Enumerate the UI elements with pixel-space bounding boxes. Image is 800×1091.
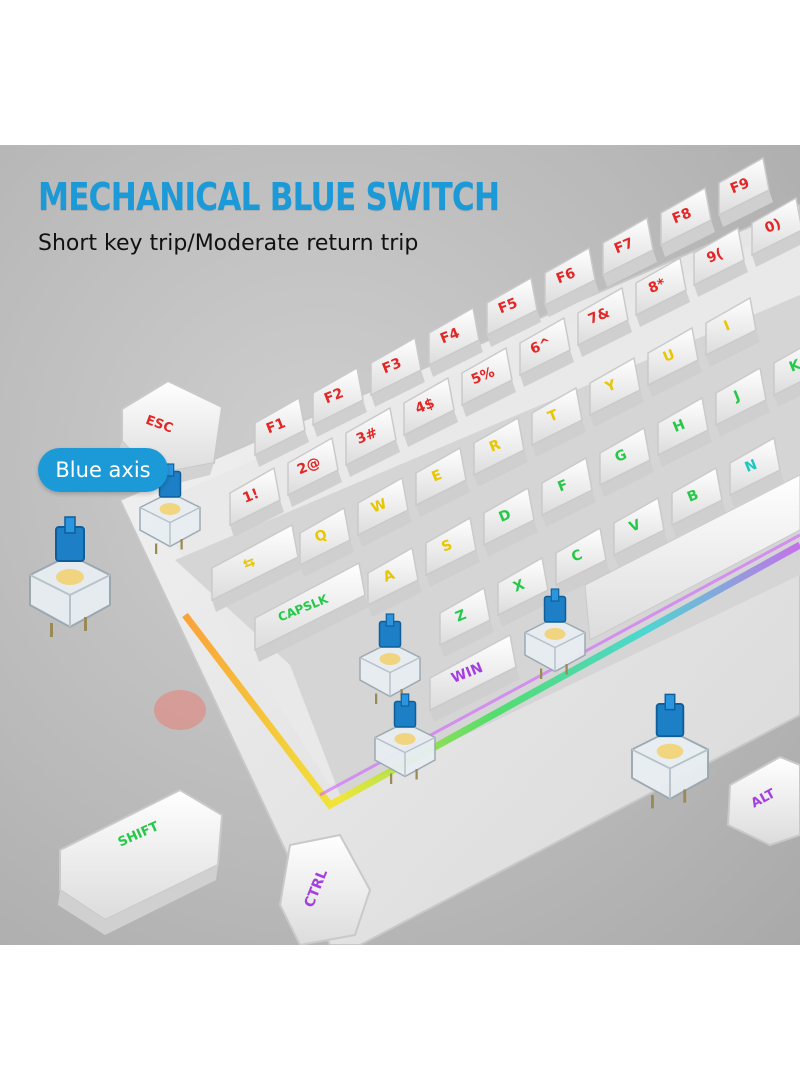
key-f7: F7 xyxy=(602,216,657,287)
blue-switch-3 xyxy=(359,613,421,704)
key-j: J xyxy=(715,366,770,437)
key-f5-label: F5 xyxy=(496,295,520,317)
key-n0-label: 0) xyxy=(763,216,784,237)
key-r: R xyxy=(473,416,528,487)
key-tab: ⇆ xyxy=(211,523,302,612)
key-f1-label: F1 xyxy=(264,415,288,437)
key-e: E xyxy=(415,446,470,517)
key-n5: 5% xyxy=(461,346,516,417)
key-h: H xyxy=(657,396,712,467)
key-c: C xyxy=(555,526,610,597)
key-f8-label: F8 xyxy=(670,205,694,227)
key-win: WIN xyxy=(429,633,520,722)
key-y: Y xyxy=(589,356,644,427)
key-f3-label: F3 xyxy=(380,355,404,377)
key-f6-label: F6 xyxy=(554,265,578,287)
keycap-grid: F1 F2 F3 F4 F5 F6 F7 F8 F9 1! 2@ 3# 4$ 5% 6^ 7&8* 9( 0) Q W… xyxy=(211,156,800,722)
key-n2: 2@ xyxy=(287,436,342,507)
key-q-label: Q xyxy=(312,527,329,546)
key-s: S xyxy=(425,516,480,587)
key-f1: F1 xyxy=(254,396,309,467)
key-q: Q xyxy=(299,506,354,577)
blue-switch-6 xyxy=(631,693,709,809)
key-f9: F9 xyxy=(718,156,773,227)
loose-alt-keycap: ALT xyxy=(726,755,800,847)
key-n3: 3# xyxy=(345,406,400,477)
loose-ctrl-keycap: CTRL xyxy=(278,833,372,945)
key-t: T xyxy=(531,386,586,457)
key-d-label: D xyxy=(497,507,514,526)
blue-axis-badge: Blue axis xyxy=(38,448,168,492)
subheadline: Short key trip/Moderate return trip xyxy=(38,231,419,256)
key-d: D xyxy=(483,486,538,557)
key-n3-label: 3# xyxy=(354,425,380,448)
key-f: F xyxy=(541,456,596,527)
led-glow xyxy=(154,690,206,730)
key-n: N xyxy=(729,436,784,507)
key-n9-label: 9( xyxy=(705,246,726,267)
space-bar xyxy=(584,474,800,641)
key-f6: F6 xyxy=(544,246,599,317)
key-k-label: K xyxy=(787,356,800,375)
key-u-label: U xyxy=(661,347,678,366)
product-photo: MECHANICAL BLUE SWITCH Short key trip/Mo… xyxy=(0,145,800,945)
key-n-label: N xyxy=(743,457,760,476)
key-n1-label: 1! xyxy=(241,486,262,507)
key-v: V xyxy=(613,496,668,567)
key-f2: F2 xyxy=(312,366,367,437)
key-n6: 6^ xyxy=(519,316,574,387)
key-i-label: I xyxy=(722,318,733,335)
key-f4-label: F4 xyxy=(438,325,462,347)
key-x: X xyxy=(497,556,552,627)
key-f3: F3 xyxy=(370,336,425,407)
blue-switches xyxy=(29,463,709,809)
keyboard-illustration: F1 F2 F3 F4 F5 F6 F7 F8 F9 1! 2@ 3# 4$ 5% 6^ 7&8* 9( 0) Q W… xyxy=(29,156,800,945)
key-n4-label: 4$ xyxy=(413,395,437,417)
key-b: B xyxy=(671,466,726,537)
key-a: A xyxy=(367,546,422,617)
key-j-label: J xyxy=(731,388,743,405)
key-n8: 8* xyxy=(635,256,690,327)
key-h-label: H xyxy=(671,417,688,436)
key-n7-label: 7& xyxy=(586,305,612,328)
key-n0: 0) xyxy=(751,196,800,267)
key-g: G xyxy=(599,426,654,497)
blue-switch-1 xyxy=(29,516,111,637)
key-f7-label: F7 xyxy=(612,235,636,257)
headline: MECHANICAL BLUE SWITCH xyxy=(38,175,500,219)
key-f8: F8 xyxy=(660,186,715,257)
loose-shift-keycap: SHIFT xyxy=(58,788,224,935)
key-n9: 9( xyxy=(693,226,748,297)
key-capslk: CAPSLK xyxy=(254,561,369,662)
key-f9-label: F9 xyxy=(728,175,752,197)
key-i: I xyxy=(705,296,760,367)
key-f4: F4 xyxy=(428,306,483,377)
key-w: W xyxy=(357,476,412,547)
key-n4: 4$ xyxy=(403,376,458,447)
key-u: U xyxy=(647,326,702,397)
key-f5: F5 xyxy=(486,276,541,347)
key-n1: 1! xyxy=(229,466,284,537)
key-n7: 7& xyxy=(577,286,632,357)
key-n6-label: 6^ xyxy=(528,335,554,358)
key-w-label: W xyxy=(369,496,389,517)
blue-switch-5 xyxy=(374,693,436,784)
key-g-label: G xyxy=(613,447,630,466)
key-k: K xyxy=(773,347,800,407)
key-n8-label: 8* xyxy=(646,275,668,296)
blue-switch-4 xyxy=(524,588,586,679)
key-f2-label: F2 xyxy=(322,385,346,407)
key-z: Z xyxy=(439,586,494,657)
